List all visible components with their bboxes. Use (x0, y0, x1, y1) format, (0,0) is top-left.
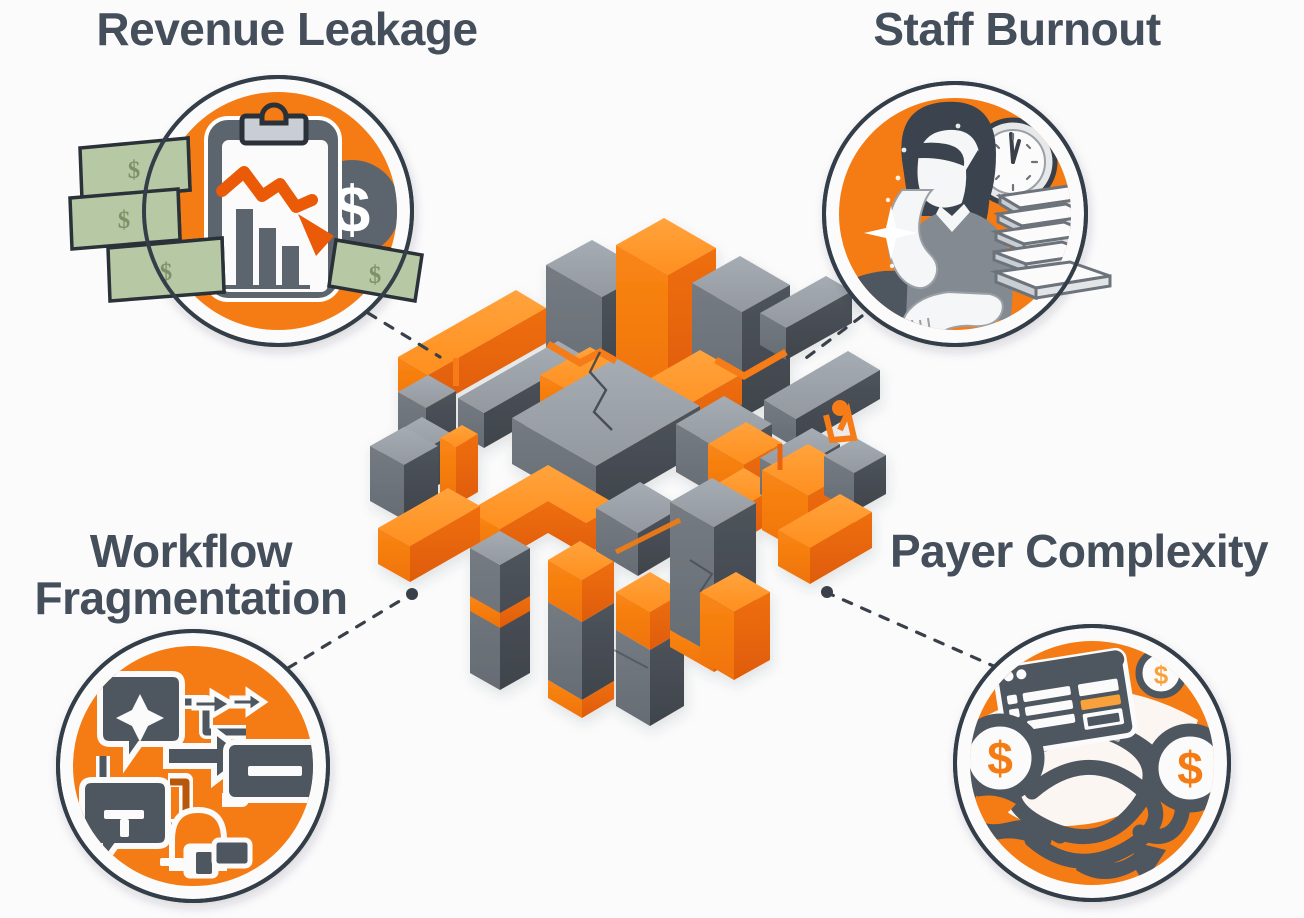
node-workflow-fragmentation[interactable] (56, 629, 330, 903)
block-gray-bar-farright (760, 276, 852, 360)
connector-pipe-right (714, 348, 788, 381)
person-collar (936, 204, 970, 232)
workflow-fragmentation-ring-top (56, 629, 330, 903)
chat-bubble-bottom-glyph-1 (104, 810, 144, 819)
dollar-coin-left: $ (970, 713, 1045, 803)
clock-hand-hour (1011, 139, 1021, 164)
connector-dot-orange (832, 400, 848, 416)
chart-bar-2 (259, 228, 276, 287)
isometric-block-cluster (370, 218, 886, 726)
crack-line-c (613, 649, 649, 669)
payer-complexity-ring-top (953, 624, 1231, 902)
sparkle-dots (885, 123, 961, 269)
sparkle-large (864, 206, 918, 260)
block-center-front-orange-b (548, 680, 614, 718)
staff-burnout-icon (839, 101, 1071, 330)
node-payer-complexity[interactable]: $ $ $ (938, 624, 1231, 902)
arrow-head-bottom (1076, 840, 1166, 884)
crack-line-a (588, 351, 613, 431)
connector-endpoint-workflow (406, 588, 418, 600)
connector-workflow-fragmentation (286, 594, 410, 670)
node-staff-burnout[interactable] (822, 81, 1112, 347)
connector-pipe-mid (614, 517, 682, 555)
svg-text:$: $ (987, 732, 1013, 784)
dollar-coin-right: $ (1145, 723, 1214, 813)
small-dash-white (160, 858, 184, 866)
crack-line-b (689, 559, 714, 593)
loop-left-stroke (970, 782, 1052, 848)
title-staff-burnout: Staff Burnout (873, 3, 1161, 55)
declining-arrow-head (298, 214, 334, 256)
banknote-overflow: $ $ $ $ (68, 136, 424, 304)
block-center-front-orange-a (548, 541, 614, 622)
chart-bar-1 (236, 209, 253, 287)
paper-stack-overflow (990, 260, 1112, 301)
arrow-small-right-b (229, 686, 269, 718)
connector-payer-complexity (828, 592, 1000, 670)
block-center-front-gray-a (548, 602, 614, 700)
small-box-right (211, 837, 253, 869)
title-workflow-line-2: Fragmentation (34, 571, 348, 624)
node-box-right-glyph (248, 766, 302, 776)
block-orange-lowerright-bar (778, 494, 872, 584)
svg-text:$: $ (128, 157, 141, 184)
title-workflow-line-1: Workflow (89, 525, 293, 577)
svg-text:$: $ (369, 262, 382, 289)
block-orange-lowerleft-bar (378, 488, 480, 582)
arrow-small-right (191, 687, 237, 721)
clipboard-clip-ring (259, 102, 289, 126)
person-fringe (902, 142, 965, 166)
block-center-front-gray-c (616, 630, 684, 726)
small-box-dark (196, 852, 212, 874)
chat-bubble-bottom-glyph-2 (120, 819, 129, 837)
chat-bubble-top-glyph (116, 694, 164, 742)
title-payer-complexity: Payer Complexity (890, 525, 1269, 577)
connector-pipe-top (546, 340, 618, 368)
connector-endpoint-payer (821, 586, 833, 598)
workflow-fragmentation-icon (79, 671, 313, 879)
chart-bar-3 (282, 246, 299, 287)
svg-text:$: $ (118, 207, 131, 234)
title-revenue-leakage: Revenue Leakage (96, 3, 478, 55)
svg-text:$: $ (1177, 742, 1203, 794)
connector-revenue-leakage (366, 311, 442, 359)
block-orange-left-thin (440, 425, 478, 505)
node-revenue-leakage[interactable]: $ $ $ (68, 75, 424, 347)
svg-text:$: $ (1154, 660, 1169, 690)
payer-complexity-icon: $ $ $ (970, 647, 1214, 884)
connector-pipe-curl (823, 402, 858, 444)
staff-burnout-ring-top (822, 81, 1088, 347)
declining-trend-line (216, 166, 318, 213)
block-orange-front-right-u (700, 572, 770, 680)
block-orange-band-left-pillar (470, 596, 530, 628)
revenue-leakage-ring-top (142, 75, 414, 347)
